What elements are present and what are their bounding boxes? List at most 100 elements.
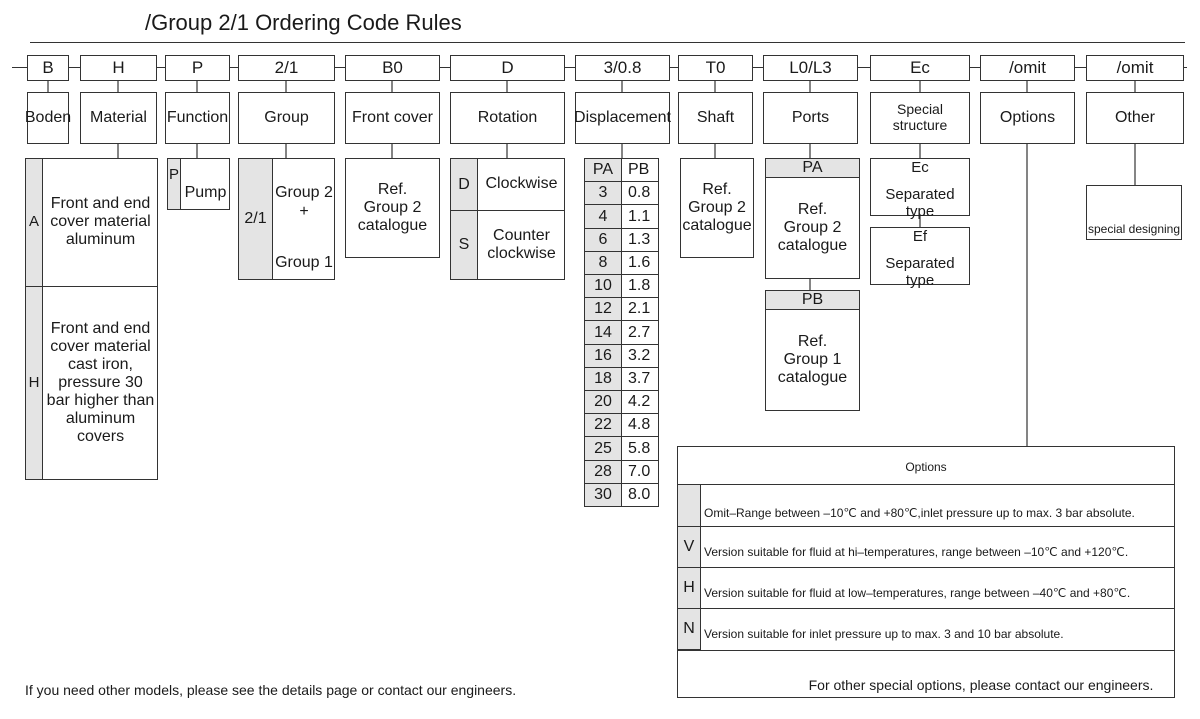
options-row-divider-1 <box>677 526 1175 527</box>
code-box-special: Ec <box>870 55 970 81</box>
category-special-structure: Special structure <box>870 92 970 144</box>
displacement-cell-pa: 18 <box>584 366 622 391</box>
displacement-cell-pa: 14 <box>584 320 622 345</box>
displacement-cell-pb: 1.8 <box>621 274 659 299</box>
displacement-cell-pb: 4.8 <box>621 413 659 438</box>
options-row-divider-2 <box>677 567 1175 568</box>
category-displacement: Displacement <box>574 92 671 144</box>
code-box-ports: L0/L3 <box>763 55 858 81</box>
displacement-cell-pa: 6 <box>584 227 622 252</box>
ports-pa-label: PA <box>765 158 860 178</box>
options-text-h: Version suitable for fluid at low–temper… <box>704 586 1131 601</box>
title-underline <box>30 42 1185 43</box>
displacement-cell-pa: 28 <box>584 459 622 484</box>
displacement-header-pa: PA <box>584 158 622 183</box>
code-box-p: P <box>165 55 230 81</box>
function-text: Pump <box>184 184 227 201</box>
ports-pa-text: Ref. Group 2 catalogue <box>765 177 860 279</box>
options-title: Options <box>905 460 947 475</box>
special-ec-text: Separated type <box>885 186 955 220</box>
displacement-cell-pb: 7.0 <box>621 459 659 484</box>
category-group: Group <box>238 92 335 144</box>
group-text-bottom: Group 1 <box>275 254 333 272</box>
options-footer: For other special options, please contac… <box>808 677 1154 694</box>
category-shaft: Shaft <box>678 92 753 144</box>
material-h-text: Front and end cover material cast iron, … <box>46 320 155 445</box>
displacement-cell-pa: 4 <box>584 204 622 229</box>
group-code: 2/1 <box>244 210 267 228</box>
special-ef-text: Separated type <box>885 255 955 289</box>
options-row-divider-3 <box>677 608 1175 609</box>
other-panel: special designing <box>1086 185 1182 240</box>
displacement-cell-pa: 30 <box>584 482 622 507</box>
displacement-cell-pb: 3.7 <box>621 366 659 391</box>
code-box-group: 2/1 <box>238 55 335 81</box>
options-code-v: V <box>683 537 695 555</box>
code-box-displacement: 3/0.8 <box>575 55 670 81</box>
code-box-other: /omit <box>1086 55 1184 81</box>
material-a-text: Front and end cover material aluminum <box>50 195 151 248</box>
ports-pb-label: PB <box>765 290 860 310</box>
options-panel <box>677 446 1175 698</box>
code-box-front-cover: B0 <box>345 55 440 81</box>
options-text-v: Version suitable for fluid at hi–tempera… <box>704 545 1129 560</box>
material-code-a: A <box>28 212 39 230</box>
category-options: Options <box>980 92 1075 144</box>
options-text-omit: Omit–Range between –10℃ and +80℃,inlet p… <box>704 506 1135 521</box>
displacement-cell-pb: 3.2 <box>621 343 659 368</box>
ports-pb-text: Ref. Group 1 catalogue <box>765 309 860 411</box>
rotation-code-s: S <box>458 236 470 254</box>
displacement-cell-pa: 12 <box>584 297 622 322</box>
material-code-column <box>25 158 43 480</box>
code-box-rotation: D <box>450 55 565 81</box>
displacement-cell-pb: 1.1 <box>621 204 659 229</box>
displacement-cell-pa: 22 <box>584 413 622 438</box>
displacement-cell-pa: 10 <box>584 274 622 299</box>
material-code-h: H <box>28 373 40 391</box>
special-ec-panel <box>870 158 970 216</box>
special-ef-panel <box>870 227 970 285</box>
displacement-cell-pb: 4.2 <box>621 390 659 415</box>
function-code-column <box>167 158 181 210</box>
options-row-divider-4 <box>677 650 1175 651</box>
options-code-h: H <box>683 578 695 596</box>
rotation-divider <box>450 210 565 211</box>
material-divider <box>25 286 158 287</box>
rotation-code-column <box>450 158 478 280</box>
category-boden: Boden <box>25 92 71 144</box>
group-code-column <box>238 158 273 280</box>
displacement-cell-pa: 25 <box>584 436 622 461</box>
options-header-divider <box>677 484 1175 485</box>
group-plus: + <box>299 203 309 221</box>
footnote: If you need other models, please see the… <box>25 682 517 698</box>
rotation-text-counter-clockwise: Counter clockwise <box>487 227 556 262</box>
displacement-cell-pb: 5.8 <box>621 436 659 461</box>
code-box-b: B <box>27 55 69 81</box>
code-box-shaft: T0 <box>678 55 753 81</box>
displacement-cell-pa: 20 <box>584 390 622 415</box>
options-code-omit <box>677 484 701 526</box>
shaft-panel: Ref. Group 2 catalogue <box>680 158 754 258</box>
displacement-cell-pb: 1.3 <box>621 227 659 252</box>
category-other: Other <box>1086 92 1184 144</box>
category-rotation: Rotation <box>450 92 565 144</box>
diagram-title: /Group 2/1 Ordering Code Rules <box>145 10 462 35</box>
category-material: Material <box>80 92 157 144</box>
displacement-cell-pb: 2.1 <box>621 297 659 322</box>
displacement-header-pb: PB <box>621 158 659 183</box>
rotation-code-d: D <box>458 176 470 194</box>
